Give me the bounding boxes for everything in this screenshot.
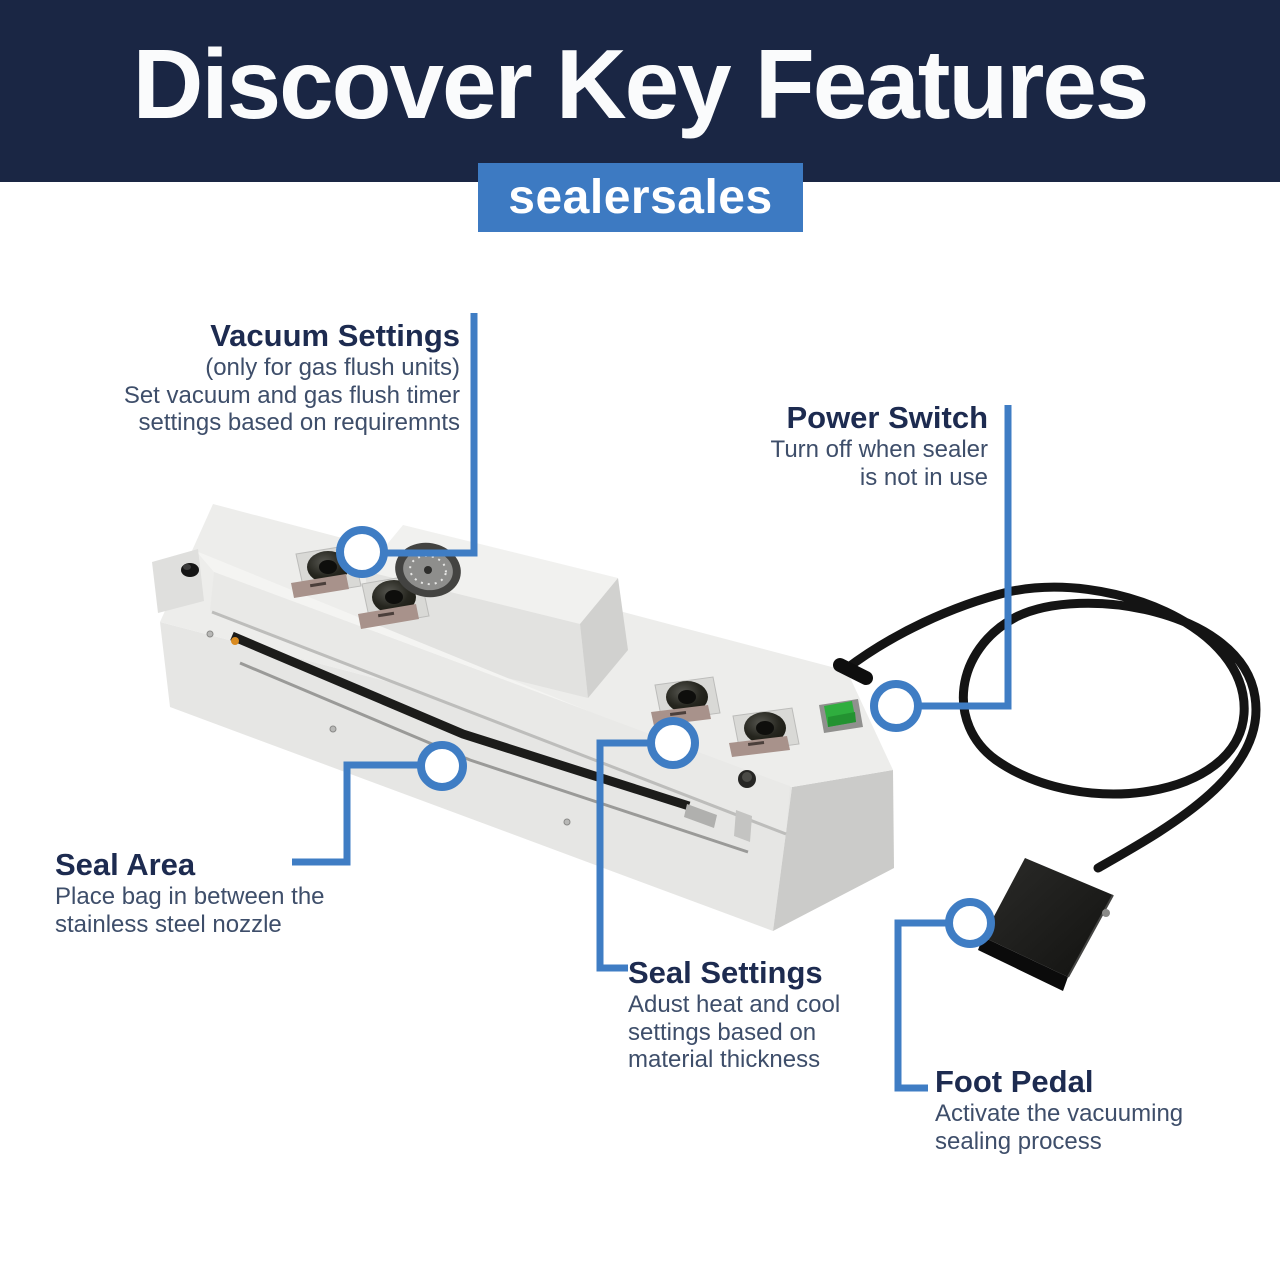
callout-title: Seal Area xyxy=(55,847,196,882)
callout-seal-area: Seal Area Place bag in between the stain… xyxy=(55,847,395,938)
dial-label-strip xyxy=(729,736,790,757)
foot-pedal-marker xyxy=(945,898,995,948)
left-cap-knob-highlight xyxy=(183,564,191,570)
cable-connector-sleeve xyxy=(833,658,873,685)
callout-line: stainless steel nozzle xyxy=(55,910,282,938)
callout-vacuum-settings: Vacuum Settings (only for gas flush unit… xyxy=(0,318,460,437)
foot-pedal xyxy=(978,858,1114,991)
callout-line: is not in use xyxy=(859,463,988,491)
foot-pedal-cable xyxy=(841,582,1261,873)
callout-title: Power Switch xyxy=(786,400,988,435)
brand-logo: sealersales xyxy=(478,163,803,232)
gauge-center-dot xyxy=(424,566,432,574)
callout-line: sealing process xyxy=(935,1127,1102,1155)
dial-label-marks xyxy=(309,581,327,588)
callout-line: material thickness xyxy=(628,1046,821,1073)
callout-line: Set vacuum and gas flush timer xyxy=(123,381,460,409)
seal-indicator-led xyxy=(231,637,239,645)
clamp-rail-front xyxy=(210,572,790,833)
callout-line: Turn off when sealer xyxy=(770,436,988,463)
machine-base-right-face xyxy=(773,770,894,931)
clamp-rail-shadow-edge xyxy=(211,610,787,836)
callout-connectors xyxy=(292,313,1012,1092)
seal-bar-end-block xyxy=(684,804,717,828)
header-banner: Discover Key Features xyxy=(0,0,1280,182)
seal-bar-gap-line xyxy=(239,661,749,854)
power-switch-connector-line xyxy=(918,405,1012,710)
machine-riser-block-right xyxy=(580,578,628,698)
foot-pedal-side xyxy=(978,937,1068,991)
power-switch xyxy=(819,699,863,733)
seal-area-marker xyxy=(417,741,467,791)
vacuum-settings-connector-line xyxy=(385,313,478,557)
callout-title: Foot Pedal xyxy=(935,1064,1094,1099)
callout-markers xyxy=(336,526,995,948)
callout-power-switch: Power Switch Turn off when sealer is not… xyxy=(528,400,988,491)
front-screw xyxy=(329,725,337,733)
callout-title: Vacuum Settings xyxy=(210,318,460,353)
foot-pedal-top xyxy=(983,858,1113,977)
callout-seal-settings: Seal Settings Adust heat and cool settin… xyxy=(628,955,928,1074)
brand-logo-text: sealersales xyxy=(508,171,773,224)
callout-line: Activate the vacuuming xyxy=(935,1100,1184,1127)
dial-knob-center xyxy=(319,560,337,574)
seal-settings-marker xyxy=(647,717,699,769)
callout-line: settings based on xyxy=(628,1018,817,1046)
cool-timer-dial xyxy=(729,707,800,757)
page-title: Discover Key Features xyxy=(132,29,1150,139)
gauge-tick-ring xyxy=(409,554,447,586)
dial-knob-center xyxy=(756,721,774,735)
callout-line: Adust heat and cool xyxy=(628,991,841,1018)
dial-label-marks xyxy=(377,611,395,618)
heat-timer-dial xyxy=(651,676,721,726)
front-screw xyxy=(206,630,214,638)
dial-label-marks xyxy=(669,711,687,716)
seal-area-connector-line xyxy=(292,761,421,866)
foot-pedal-hinge xyxy=(1102,909,1110,917)
vacuum-settings-marker xyxy=(336,526,388,578)
foot-pedal-edge-highlight xyxy=(1067,894,1114,978)
callout-line: settings based on requiremnts xyxy=(138,409,460,436)
dial-label-strip xyxy=(358,604,419,629)
front-screw xyxy=(563,818,571,826)
callout-foot-pedal: Foot Pedal Activate the vacuuming sealin… xyxy=(935,1064,1255,1155)
rail-hex-bolt-top xyxy=(742,772,752,782)
dial-label-marks xyxy=(747,741,765,746)
vacuum-sealer-machine xyxy=(152,504,1261,991)
power-switch-marker xyxy=(870,680,922,732)
dial-label-strip xyxy=(291,574,349,598)
rail-support-post xyxy=(734,810,752,842)
callout-line: Place bag in between the xyxy=(55,883,325,910)
seal-settings-connector-line xyxy=(596,739,651,972)
dial-knob-center xyxy=(385,590,403,604)
power-switch-rocker-shade xyxy=(828,712,856,727)
foot-pedal-connector-line xyxy=(894,919,949,1092)
callout-line: (only for gas flush units) xyxy=(205,354,460,381)
dial-knob-center xyxy=(678,690,696,704)
seal-bar-strip xyxy=(230,631,691,811)
machine-base-front-face xyxy=(160,622,792,931)
callout-title: Seal Settings xyxy=(628,955,823,990)
